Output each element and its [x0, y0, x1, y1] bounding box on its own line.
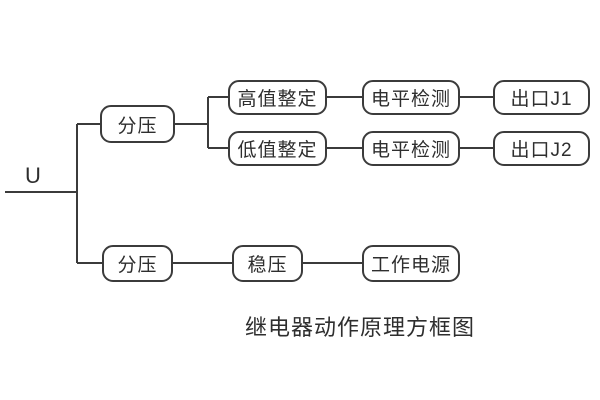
node-working-power: 工作电源: [362, 245, 460, 282]
node-regulator: 稳压: [232, 245, 303, 282]
input-voltage-label: U: [25, 163, 41, 188]
node-output-j2: 出口J2: [493, 131, 590, 166]
node-divider-top: 分压: [100, 105, 175, 143]
node-low-set: 低值整定: [228, 131, 327, 166]
node-level-detect-1: 电平检测: [362, 80, 460, 115]
node-high-set: 高值整定: [228, 80, 327, 115]
node-divider-bottom: 分压: [102, 245, 173, 282]
node-output-j1: 出口J1: [493, 80, 590, 115]
node-level-detect-2: 电平检测: [362, 131, 460, 166]
diagram-caption: 继电器动作原理方框图: [245, 315, 476, 340]
